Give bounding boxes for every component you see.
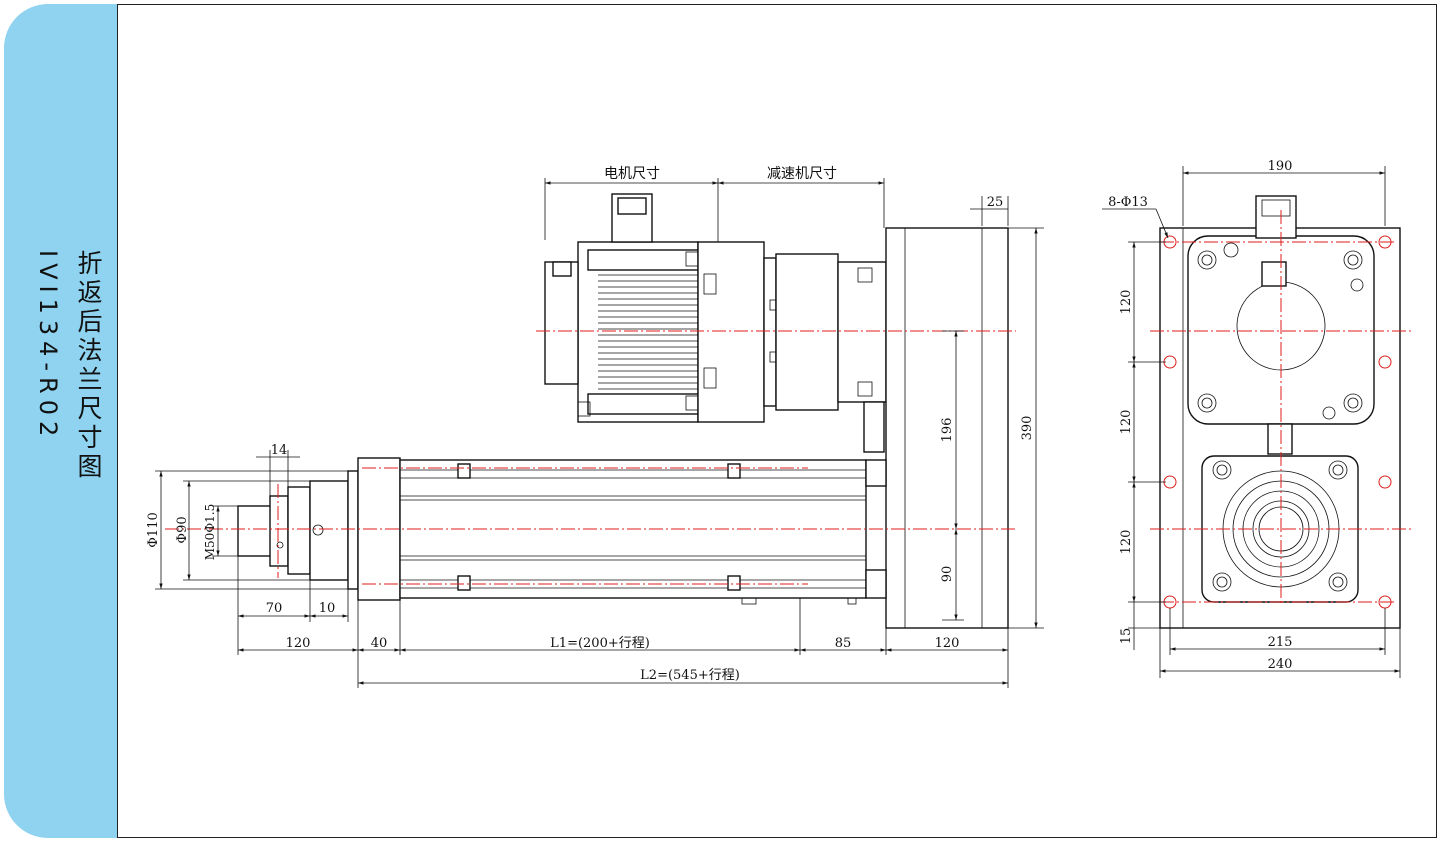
dim-phi110: Φ110 [146,512,161,547]
dim-phi90: Φ90 [175,516,190,543]
side-view [165,193,1016,629]
folding-plate [885,227,1009,629]
actuator-body [357,457,887,605]
dim-215: 215 [1268,635,1293,650]
sidebar-tab [4,4,118,838]
end-view [1150,195,1412,629]
dim-390: 390 [1020,416,1035,441]
dim-14: 14 [271,443,288,458]
dim-120-c: 120 [1119,530,1134,555]
motor-size-label: 电机尺寸 [604,166,660,182]
dim-10: 10 [319,601,336,616]
title-block: 折返后法兰尺寸图 IVI134-R02 [30,250,110,530]
drawing-title: 折返后法兰尺寸图 [74,250,103,482]
dim-120-b: 120 [1119,410,1134,435]
servo-motor [544,193,699,423]
model-number: IVI134-R02 [34,250,62,443]
end-view-dimensions: 190 8-Φ13 120 120 120 15 215 [1102,159,1401,678]
front-nose [237,470,359,590]
dim-l1: L1=(200+行程) [550,636,650,651]
dim-120-left: 120 [286,636,311,651]
side-view-dimensions: 电机尺寸 减速机尺寸 25 390 196 90 14 [146,166,1044,688]
dim-196: 196 [940,418,955,443]
motor-cooling-fins [598,274,698,390]
dim-90: 90 [940,566,955,583]
dim-240: 240 [1268,657,1293,672]
gear-reducer [697,241,887,453]
dim-l2: L2=(545+行程) [640,668,740,683]
drawing-border [117,4,1437,838]
dim-holes: 8-Φ13 [1108,195,1148,210]
dim-70: 70 [266,601,283,616]
dim-85: 85 [835,636,852,651]
dim-15: 15 [1119,628,1134,645]
reducer-size-label: 减速机尺寸 [767,166,837,182]
dim-120-a: 120 [1119,290,1134,315]
dim-40: 40 [371,636,388,651]
dim-190: 190 [1268,159,1293,174]
dim-m50-thread: M50Φ1.5 [203,504,217,560]
dim-25: 25 [987,195,1004,210]
dim-120-right: 120 [935,636,960,651]
